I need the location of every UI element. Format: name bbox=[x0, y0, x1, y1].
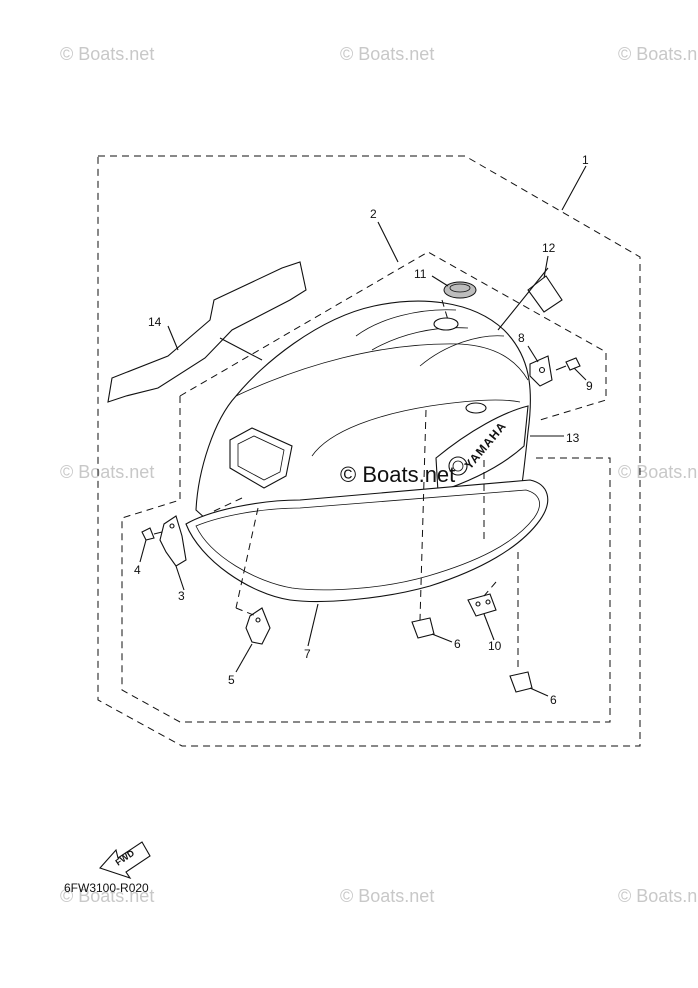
cowling-ridge-1 bbox=[355, 309, 457, 337]
assembly-2-boundary-left bbox=[121, 396, 611, 723]
part-7-seal-ring-inner bbox=[195, 489, 540, 591]
callout-3: 3 bbox=[178, 589, 185, 603]
part-10-clip bbox=[467, 593, 497, 617]
callout-9: 9 bbox=[586, 379, 593, 393]
callout-12: 12 bbox=[542, 241, 556, 255]
yamaha-emblem bbox=[448, 456, 468, 476]
part-14-seal bbox=[107, 261, 307, 403]
cowling-contour-side bbox=[311, 399, 521, 457]
watermark-top-right: © Boats.net bbox=[618, 44, 698, 64]
callout-14: 14 bbox=[148, 315, 162, 329]
assembly-1-boundary bbox=[97, 155, 641, 747]
cowling-ridge-2 bbox=[419, 335, 505, 367]
callout-13: 13 bbox=[566, 431, 580, 445]
watermark-mid-left: © Boats.net bbox=[60, 462, 154, 482]
watermark-bottom-left: © Boats.net bbox=[60, 886, 154, 906]
callout-6a: 6 bbox=[454, 637, 461, 651]
part-6-rubber-a bbox=[411, 617, 435, 639]
cowling-contour-top bbox=[235, 343, 529, 397]
part-5-hook bbox=[245, 607, 271, 645]
cowling-ridge-3 bbox=[371, 327, 469, 351]
part-9-shank bbox=[555, 365, 567, 371]
callout-8: 8 bbox=[518, 331, 525, 345]
callout-5: 5 bbox=[228, 673, 235, 687]
part-4-shank bbox=[153, 531, 163, 535]
watermark-top-center: © Boats.net bbox=[340, 44, 434, 64]
callout-10: 10 bbox=[488, 639, 502, 653]
fwd-arrow-icon: FWD bbox=[99, 841, 151, 880]
callout-1: 1 bbox=[582, 153, 589, 167]
cowling-top-hole bbox=[433, 317, 459, 331]
part-10-hole-b bbox=[485, 599, 491, 605]
guide-lines bbox=[211, 299, 519, 672]
part-12-pad bbox=[527, 275, 563, 313]
callouts: 1 2 3 4 5 6 6 7 8 9 10 11 12 13 14 bbox=[134, 153, 593, 707]
part-5-hole bbox=[255, 617, 261, 623]
diagram-code: 6FW3100-R020 bbox=[64, 881, 149, 895]
part-8-hole bbox=[538, 366, 546, 374]
part-11-grommet-inner bbox=[449, 283, 471, 293]
part-3-hole bbox=[169, 523, 175, 529]
air-intake-inner bbox=[237, 435, 285, 481]
watermark-top-left: © Boats.net bbox=[60, 44, 154, 64]
callout-7: 7 bbox=[304, 647, 311, 661]
part-7-seal-ring bbox=[185, 479, 549, 603]
part-6-rubber-b bbox=[509, 671, 533, 693]
part-9-screw bbox=[565, 357, 581, 371]
part-10-hole-a bbox=[475, 601, 481, 607]
air-intake-opening bbox=[229, 427, 293, 489]
callout-2: 2 bbox=[370, 207, 377, 221]
callout-6b: 6 bbox=[550, 693, 557, 707]
watermark-mid-right: © Boats.net bbox=[618, 462, 698, 482]
callout-4: 4 bbox=[134, 563, 141, 577]
part-3-hook bbox=[159, 515, 187, 567]
watermark-bottom-right: © Boats.net bbox=[618, 886, 698, 906]
watermark-bottom-center: © Boats.net bbox=[340, 886, 434, 906]
part-4-screw bbox=[141, 527, 155, 541]
watermarks: © Boats.net © Boats.net © Boats.net © Bo… bbox=[60, 44, 698, 906]
callout-11: 11 bbox=[414, 267, 427, 281]
watermark-center: © Boats.net bbox=[340, 462, 455, 487]
leader-lines bbox=[139, 165, 587, 697]
cowling-side-hole bbox=[465, 402, 487, 414]
